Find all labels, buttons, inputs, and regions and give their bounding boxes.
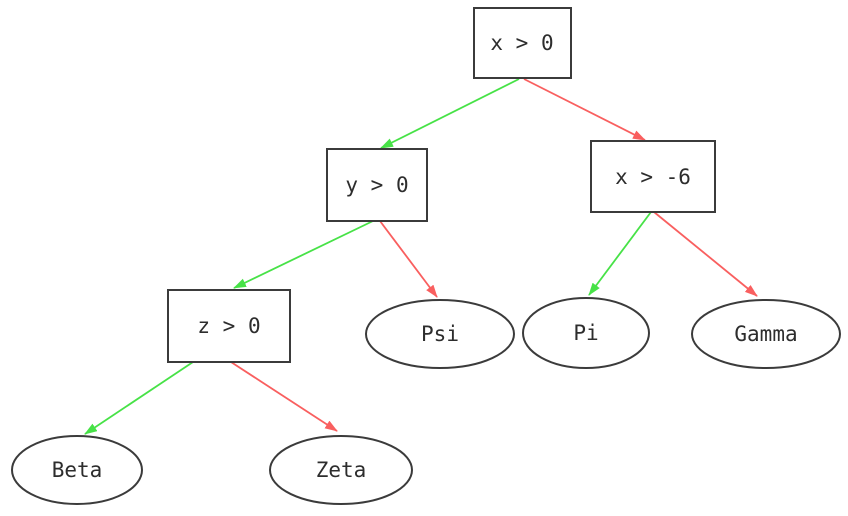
edge-y-to-psi-false [379,220,438,298]
edges-layer [84,78,758,435]
node-pi: Pi [522,297,650,369]
node-y-gt-0: y > 0 [326,148,428,222]
node-zeta-label: Zeta [316,458,367,482]
node-z-gt-0-label: z > 0 [197,314,260,338]
node-pi-label: Pi [573,321,598,345]
edge-root-to-y-true [380,78,520,149]
node-psi-label: Psi [421,322,459,346]
node-beta: Beta [11,435,143,505]
node-beta-ellipse [11,435,143,505]
node-gamma: Gamma [691,299,841,369]
edge-root-to-xneg6-false [523,78,646,141]
node-x-gt-neg6: x > -6 [590,140,716,213]
edge-y-to-z-true [233,220,374,289]
node-x-gt-neg6-box [590,140,716,213]
node-psi-ellipse [365,299,515,369]
node-root: x > 0 [473,7,572,79]
node-root-box [473,7,572,79]
node-beta-label: Beta [52,458,103,482]
node-pi-ellipse [522,297,650,369]
node-psi: Psi [365,299,515,369]
edge-z-to-zeta-false [230,361,338,432]
node-zeta-ellipse [269,435,413,505]
node-z-gt-0: z > 0 [167,289,291,363]
node-gamma-label: Gamma [734,322,797,346]
node-z-gt-0-box [167,289,291,363]
edge-xneg6-to-gamma-false [653,211,758,297]
edge-z-to-beta-true [84,361,194,435]
edge-xneg6-to-pi-true [588,211,652,296]
node-y-gt-0-label: y > 0 [345,173,408,197]
node-gamma-ellipse [691,299,841,369]
node-x-gt-neg6-label: x > -6 [615,165,691,189]
node-y-gt-0-box [326,148,428,222]
node-root-label: x > 0 [490,31,553,55]
node-zeta: Zeta [269,435,413,505]
